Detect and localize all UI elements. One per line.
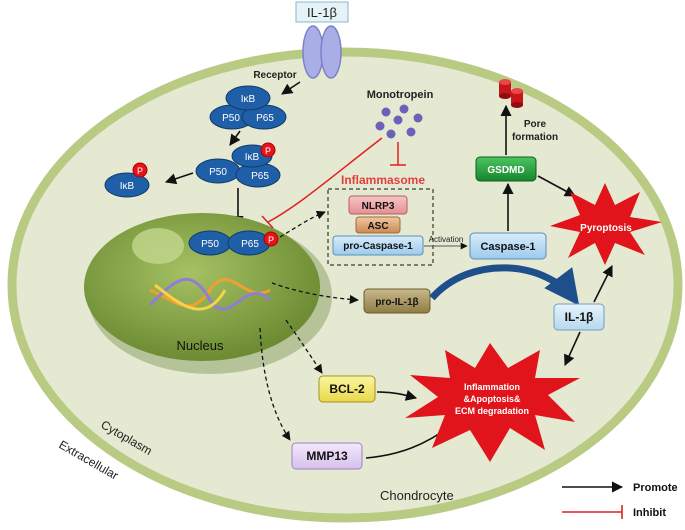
monotropein-molecules-icon <box>375 104 423 139</box>
nfkb-to-inflammasome-arrow <box>279 210 326 238</box>
asc-label: ASC <box>367 221 388 232</box>
ikb-release-arrow <box>164 172 194 185</box>
inflammation-label-3: ECM degradation <box>455 406 529 416</box>
pro-il1b-box <box>363 288 431 314</box>
complex1-ikb-label: IκB <box>241 94 256 105</box>
complex2-ikb-label: IκB <box>245 152 260 163</box>
nucleus-label: Nucleus <box>177 338 224 353</box>
nuclear-p65-label: P65 <box>241 239 259 250</box>
free-ikb: P IκB <box>104 162 150 198</box>
nuclear-p50-p65: P P50 P65 <box>188 230 279 256</box>
ikb-p50-p65-complex: IκB P50 P65 <box>209 85 287 130</box>
monotropein-label: Monotropein <box>367 89 434 101</box>
caspase1-box <box>469 232 547 260</box>
nucleus-to-pro-il1b-arrow <box>271 282 359 304</box>
legend-promote-label: Promote <box>633 482 678 494</box>
pore-label-2: formation <box>512 132 558 143</box>
receptor-icon <box>302 25 342 79</box>
pro-caspase1-label: pro-Caspase-1 <box>343 241 413 252</box>
pyroptosis-label: Pyroptosis <box>580 223 632 234</box>
bcl2-label: BCL-2 <box>329 382 365 396</box>
monotropein-inhibits-inflammasome <box>390 142 406 166</box>
nlrp3-label: NLRP3 <box>362 201 395 212</box>
free-ikb-label: IκB <box>120 181 135 192</box>
il1b-ligand-label: IL-1β <box>307 5 337 20</box>
pore-icon <box>499 79 523 108</box>
il1b-to-pyroptosis-arrow <box>593 264 613 303</box>
phospho-complex: P IκB P50 P65 <box>195 142 281 188</box>
complex1-p50-label: P50 <box>222 113 240 124</box>
activation-label: Activation <box>429 235 464 244</box>
gsdmd-box <box>475 156 537 182</box>
complex1-p65-label: P65 <box>256 113 274 124</box>
nuclear-p50-label: P50 <box>201 239 219 250</box>
complex-phosphorylation-arrow <box>229 130 241 146</box>
nucleus-to-mmp13-arrow <box>259 327 291 441</box>
il1b-to-inflammation-arrow <box>564 331 581 367</box>
legend: Promote Inhibit <box>562 481 678 519</box>
il1b-box <box>553 303 605 331</box>
chondrocyte-label: Chondrocyte <box>380 488 454 503</box>
bcl2-box <box>318 375 376 403</box>
nucleolus <box>132 228 184 264</box>
legend-inhibit-label: Inhibit <box>633 507 666 519</box>
complex2-p65-label: P65 <box>251 171 269 182</box>
asc-box <box>355 216 401 234</box>
mmp13-label: MMP13 <box>306 449 348 463</box>
pyroptosis-star <box>550 183 662 265</box>
inflammation-label-1: Inflammation <box>464 382 520 392</box>
il1b-ligand-box <box>295 1 349 23</box>
nuclear-p-label: P <box>268 235 274 245</box>
receptor-to-complex-arrow <box>281 81 301 95</box>
nucleus-to-bcl2-arrow <box>285 319 323 374</box>
mmp13-box <box>291 442 363 470</box>
caspase1-label: Caspase-1 <box>480 241 535 253</box>
free-ikb-p-label: P <box>137 166 143 176</box>
pore-label-1: Pore <box>524 119 547 130</box>
inflammasome-label: Inflammasome <box>341 173 425 187</box>
dna-icon <box>148 277 272 311</box>
inflammasome-box <box>327 188 434 266</box>
gsdmd-to-pyroptosis-arrow <box>537 175 576 197</box>
pro-il1b-label: pro-IL-1β <box>375 297 418 308</box>
receptor-label: Receptor <box>253 70 296 81</box>
nlrp3-box <box>348 195 408 215</box>
caspase-cleavage-arrow <box>429 264 580 306</box>
complex2-p50-label: P50 <box>209 167 227 178</box>
monotropein-inhibits-nfkb <box>261 137 383 229</box>
il1b-label: IL-1β <box>565 310 594 324</box>
gsdmd-label: GSDMD <box>487 165 524 176</box>
inflammation-label-2: &Apoptosis& <box>464 394 521 404</box>
pro-caspase1-box <box>332 235 424 256</box>
phospho-p-label: P <box>265 146 271 156</box>
inflammation-star <box>405 343 580 462</box>
bcl2-to-inflammation-arrow <box>376 389 418 401</box>
